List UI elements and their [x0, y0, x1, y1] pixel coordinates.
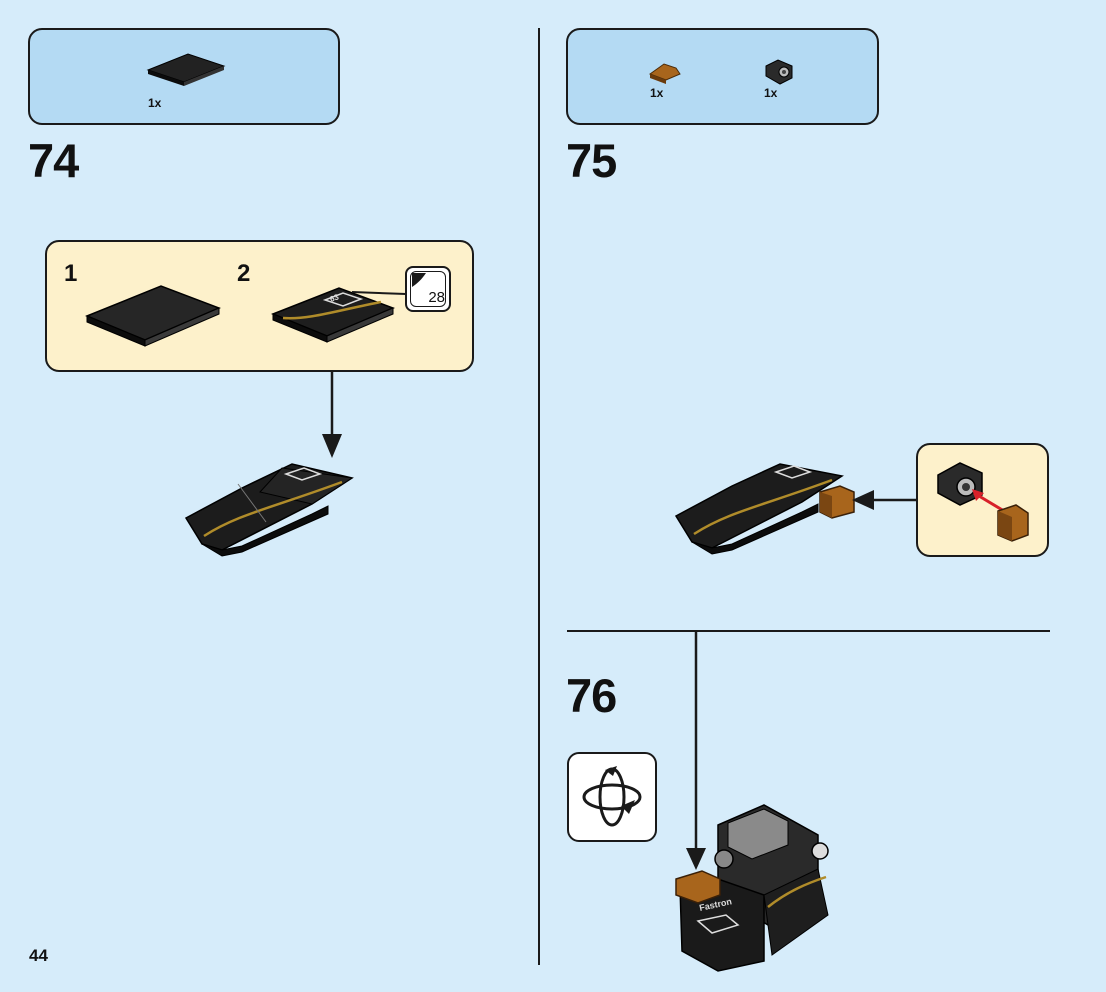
- bracket-to-slope-detail: [937, 462, 1029, 542]
- arrow-left: [852, 490, 920, 510]
- page-number: 44: [29, 946, 48, 965]
- step75-subassembly-box: [916, 443, 1049, 557]
- step75-parts-callout: 1x 1x: [566, 28, 879, 125]
- sticker-logo-63: 63: [329, 292, 341, 304]
- step-number: 74: [28, 134, 79, 187]
- black-tile-with-sticker: 63: [270, 287, 396, 343]
- rotate-model-callout: [567, 752, 657, 842]
- substep-number: 1: [64, 260, 78, 287]
- black-bracket-part-icon: [765, 59, 793, 85]
- part-qty: 1x: [148, 96, 162, 110]
- step74-subassembly-box: 1 2 63 28: [45, 240, 474, 372]
- page-divider-vertical: [538, 28, 540, 965]
- step74-assembly: [184, 463, 354, 557]
- step-number: 76: [566, 669, 617, 722]
- step74-parts-callout: 1x: [28, 28, 340, 125]
- black-tile-part-icon: [146, 53, 226, 86]
- rotate-model-icon: [582, 766, 642, 827]
- sticker-callout: 28: [405, 266, 451, 312]
- step-divider-horizontal: [567, 630, 1050, 632]
- step75-assembly: [674, 463, 855, 555]
- sticker-corner-icon: [412, 273, 426, 287]
- sticker-number: 28: [428, 289, 445, 306]
- substep-number: 2: [237, 260, 251, 287]
- sticker-leader-line: [351, 291, 407, 295]
- orange-curved-slope-part-icon: [648, 63, 681, 84]
- step-number: 75: [566, 134, 617, 187]
- part-qty: 1x: [764, 86, 778, 100]
- part-qty: 1x: [650, 86, 664, 100]
- black-tile-brick: [85, 285, 221, 347]
- step76-assembly: Fastron: [675, 804, 829, 972]
- arrow-down: [322, 372, 342, 458]
- arrow-down-to-assembly: [686, 630, 706, 870]
